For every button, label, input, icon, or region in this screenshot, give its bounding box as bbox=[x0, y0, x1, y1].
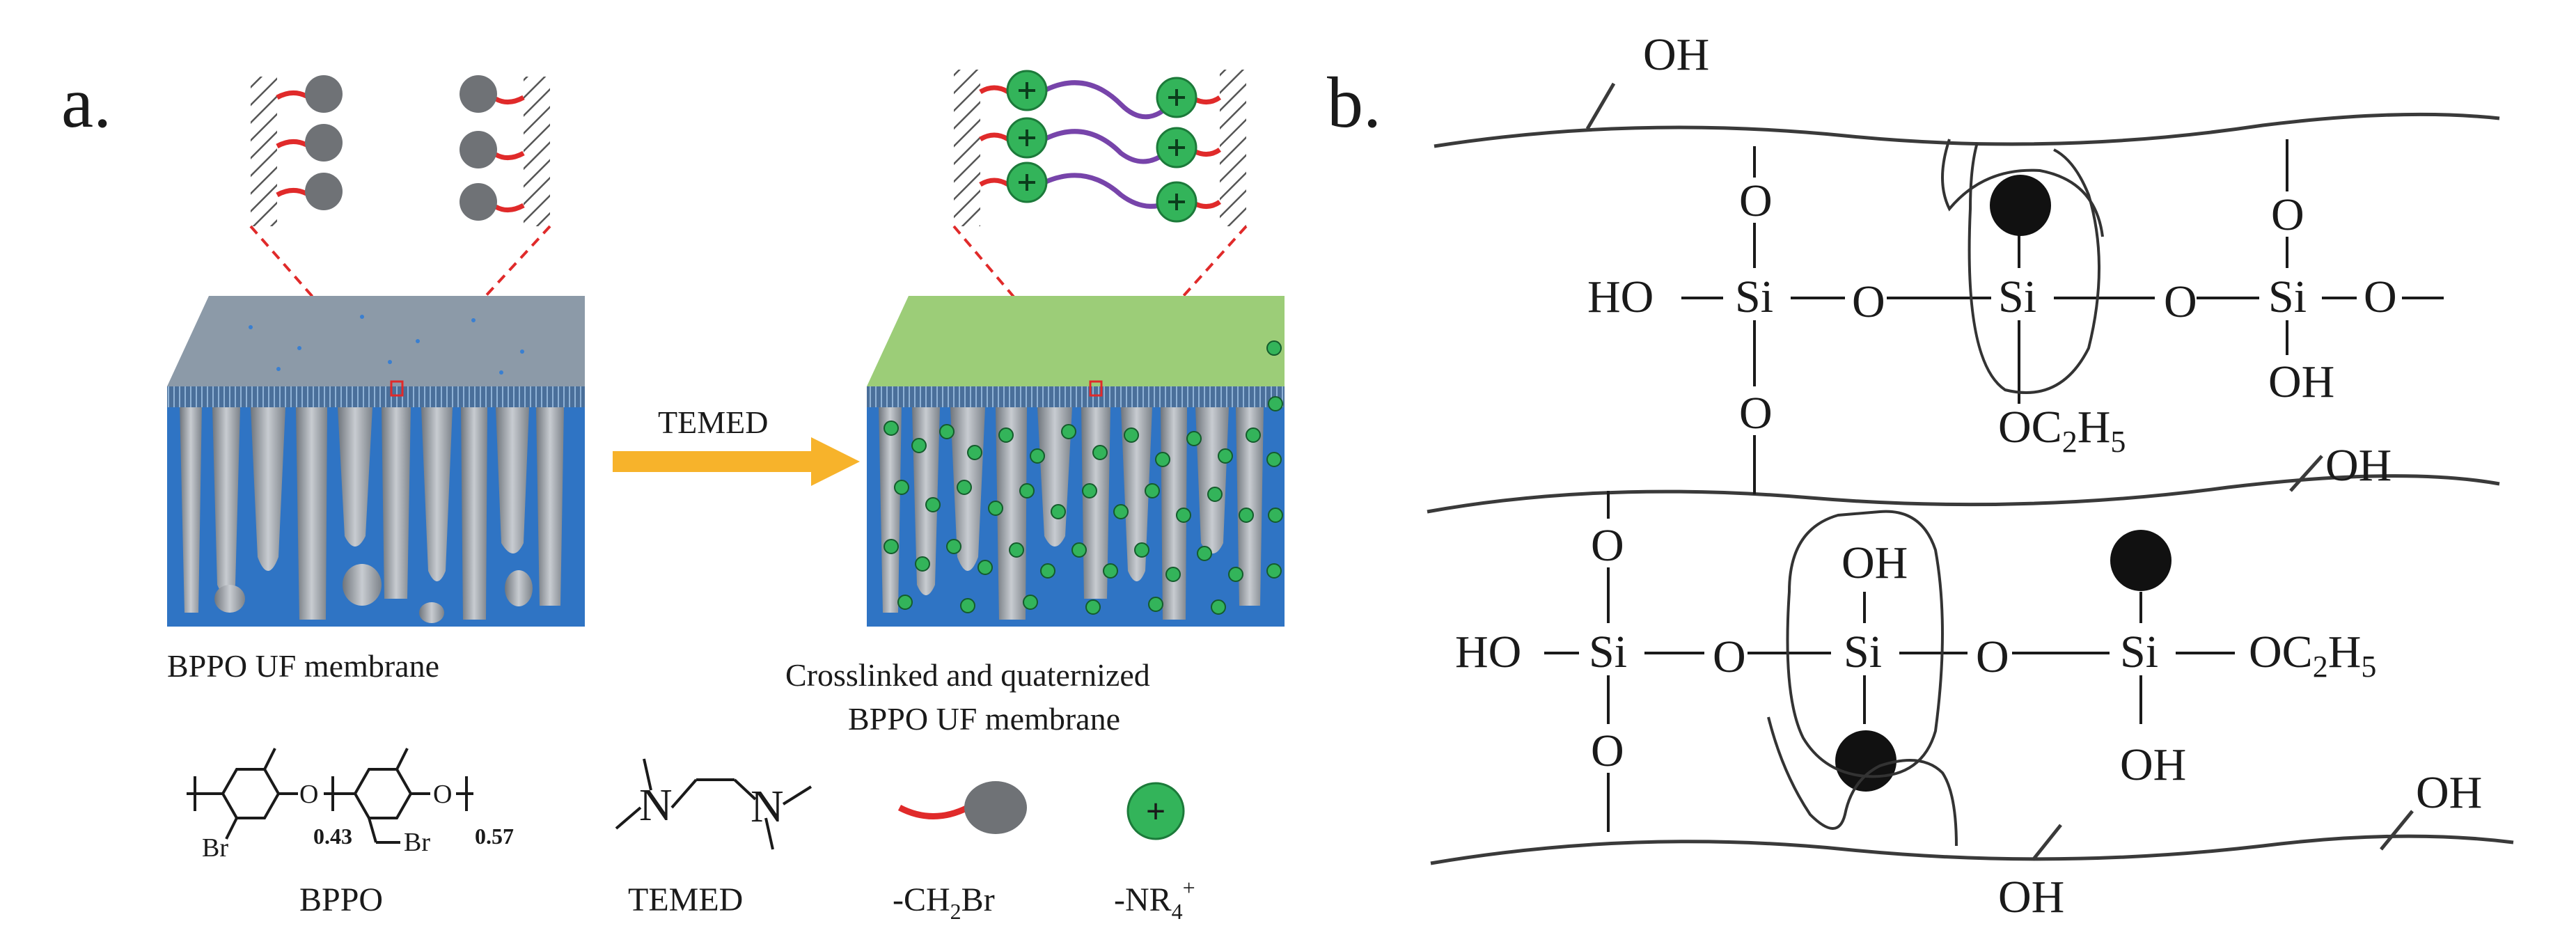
substrate-surfaces bbox=[1427, 82, 2514, 865]
ch2br-groups-right bbox=[460, 75, 525, 221]
quaternary-ammonium-glyph bbox=[1126, 782, 1185, 840]
si-lower-left: Si bbox=[1589, 627, 1627, 677]
plus-symbol: + bbox=[1146, 792, 1166, 831]
o-upper-left-top: O bbox=[1739, 175, 1773, 226]
bppo-bromine-ring: Br bbox=[202, 833, 228, 863]
ch2br-link-glyph bbox=[897, 804, 970, 819]
temed-structure bbox=[615, 758, 812, 850]
encapsulation-loop-upper bbox=[1968, 142, 2100, 394]
zoom-region-marker bbox=[390, 380, 404, 397]
ho-lower: HO bbox=[1455, 627, 1521, 677]
left-membrane-caption: BPPO UF membrane bbox=[167, 648, 439, 684]
particle-upper bbox=[1990, 175, 2051, 236]
oh-lower-center: OH bbox=[1841, 537, 1908, 588]
bppo-oxygen-2: O bbox=[433, 780, 452, 809]
right-membrane-caption-line2: BPPO UF membrane bbox=[848, 701, 1120, 737]
hatched-wall-right bbox=[524, 77, 550, 226]
ethoxy-upper: OC2H5 bbox=[1998, 402, 2126, 459]
surface-line-middle bbox=[1427, 474, 2500, 514]
upper-siloxane-row: HO Si O Si O Si O O O O OH OC2H5 bbox=[1587, 139, 2444, 494]
hydroxyl-bottom-right: OH bbox=[2416, 767, 2482, 818]
bppo-membrane-block bbox=[167, 296, 585, 627]
o-lower-left-bottom: O bbox=[1591, 725, 1624, 776]
lower-siloxane-row: HO Si O Si O Si O O OH OH OC2H5 bbox=[1455, 491, 2376, 847]
hatched-wall-left bbox=[251, 77, 277, 226]
membrane-pores bbox=[180, 404, 564, 623]
o-lower-bridge-1: O bbox=[1713, 631, 1746, 682]
bppo-label: BPPO bbox=[299, 881, 383, 918]
o-upper-end: O bbox=[2364, 272, 2397, 322]
membrane-skin-layer bbox=[167, 386, 585, 407]
ch2br-bead-glyph bbox=[964, 781, 1027, 834]
hydroxyl-top: OH bbox=[1643, 29, 1709, 80]
particle-lower-right bbox=[2110, 530, 2171, 591]
panel-b-label: b. bbox=[1327, 63, 1381, 143]
bppo-bromine-benzyl: Br bbox=[404, 828, 430, 857]
surface-line-top bbox=[1434, 112, 2500, 148]
ho-upper: HO bbox=[1587, 272, 1654, 322]
hydroxyl-bottom: OH bbox=[1998, 872, 2064, 922]
o-upper-bridge-1: O bbox=[1852, 276, 1885, 327]
hatched-wall-right-after bbox=[1220, 70, 1246, 226]
bppo-oxygen-1: O bbox=[299, 780, 318, 809]
bppo-subscript-043: 0.43 bbox=[313, 824, 352, 849]
panel-b: b. OH OH OH OH HO Si O Si O Si O O O O O… bbox=[1327, 29, 2514, 922]
si-upper-center: Si bbox=[1998, 272, 2036, 322]
top-surface-dots bbox=[249, 315, 524, 375]
si-upper-right: Si bbox=[2268, 272, 2307, 322]
ch2br-label: -CH2Br bbox=[893, 881, 995, 924]
temed-label: TEMED bbox=[628, 881, 743, 918]
membrane-top-face bbox=[167, 296, 585, 386]
temed-reaction-arrow: TEMED bbox=[613, 404, 860, 486]
si-upper-left: Si bbox=[1735, 272, 1773, 322]
right-membrane-caption-line1: Crosslinked and quaternized bbox=[785, 657, 1150, 693]
hydroxyl-middle: OH bbox=[2325, 440, 2392, 491]
si-lower-center: Si bbox=[1844, 627, 1882, 677]
o-lower-bridge-2: O bbox=[1976, 631, 2009, 682]
membrane-top-face-green bbox=[867, 296, 1285, 386]
hatched-wall-left-after bbox=[954, 70, 980, 226]
o-lower-left-top: O bbox=[1591, 520, 1624, 571]
ethoxy-lower: OC2H5 bbox=[2249, 627, 2376, 684]
temed-nitrogen-1: N bbox=[639, 780, 673, 831]
legend: O O Br Br 0.43 0.57 BPPO N N TEMED bbox=[187, 748, 1195, 924]
bppo-structure bbox=[187, 748, 473, 844]
bppo-subscript-057: 0.57 bbox=[475, 824, 514, 849]
ch2br-groups-left bbox=[276, 75, 343, 210]
inset-before bbox=[249, 75, 551, 390]
o-upper-bridge-2: O bbox=[2164, 276, 2197, 327]
quaternary-ammonium-beads bbox=[1006, 70, 1197, 223]
si-lower-right: Si bbox=[2120, 627, 2158, 677]
o-upper-right-top: O bbox=[2271, 189, 2304, 240]
panel-a-label: a. bbox=[61, 63, 111, 143]
oh-upper-right: OH bbox=[2268, 356, 2334, 407]
membrane-pores-after bbox=[879, 404, 1264, 620]
surface-line-bottom bbox=[1430, 834, 2514, 865]
nr4-label: -NR4+ bbox=[1114, 875, 1195, 924]
particle-lower-center bbox=[1835, 730, 1896, 792]
temed-nitrogen-2: N bbox=[751, 781, 784, 832]
crosslinked-membrane-block bbox=[867, 296, 1285, 627]
o-upper-left-bottom: O bbox=[1739, 388, 1773, 439]
oh-lower-right: OH bbox=[2120, 739, 2186, 790]
panel-a: a. bbox=[61, 63, 1285, 924]
charged-sites bbox=[883, 340, 1283, 615]
arrow-label: TEMED bbox=[658, 404, 768, 440]
